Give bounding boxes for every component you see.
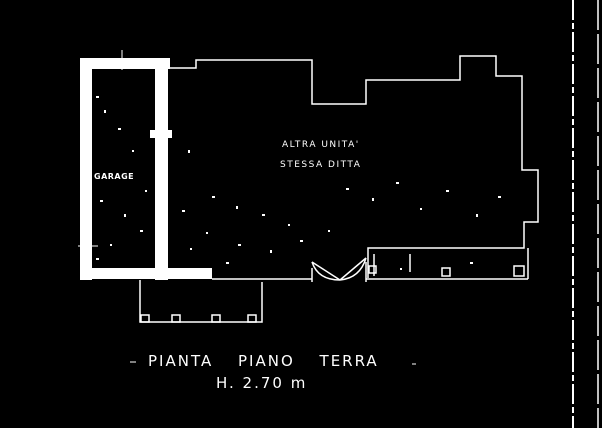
interior-speckle	[182, 150, 501, 270]
other-unit-label-line2: STESSA DITTA	[280, 160, 362, 170]
garage-interior-texture	[96, 96, 147, 260]
page-border-lines	[572, 0, 599, 428]
plan-title-word: PIANO	[238, 352, 295, 370]
garage-label: GARAGE	[94, 172, 135, 181]
other-unit-outline	[168, 55, 539, 278]
main-unit-bottom-wall	[212, 248, 529, 282]
plan-title: PIANTA PIANO TERRA	[148, 352, 379, 370]
plan-title-word: PIANTA	[148, 352, 214, 370]
wall-ticks	[78, 50, 159, 254]
garage-walls	[80, 58, 212, 280]
entrance-door-swing	[311, 257, 367, 281]
porch-columns	[140, 265, 525, 323]
porch-outline	[139, 254, 411, 323]
caption-markers	[130, 361, 416, 365]
ceiling-height-label: H. 2.70 m	[216, 374, 308, 392]
other-unit-label-line1: ALTRA UNITA'	[282, 140, 360, 150]
plan-title-word: TERRA	[319, 352, 379, 370]
